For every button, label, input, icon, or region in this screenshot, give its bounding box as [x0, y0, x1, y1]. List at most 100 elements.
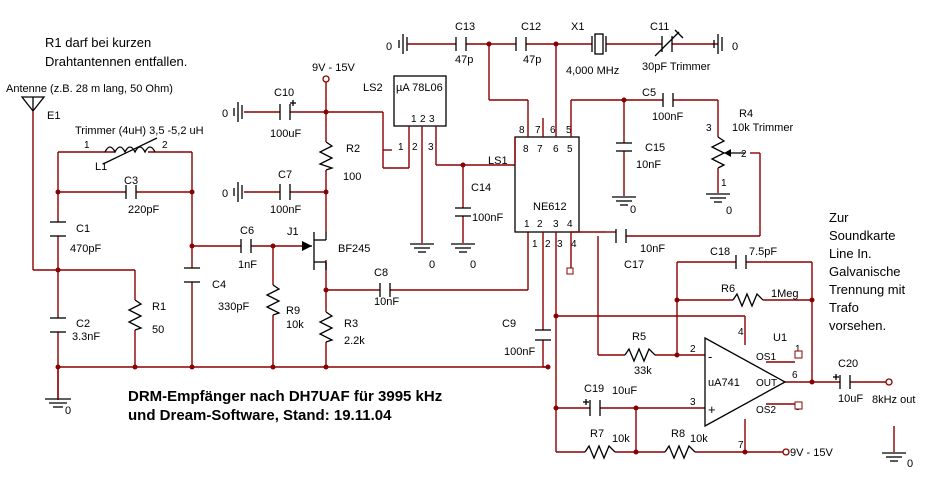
- ls2-ref: LS2: [363, 82, 383, 94]
- ls1-type: NE612: [533, 201, 567, 213]
- l1-ref: L1: [95, 161, 107, 173]
- capacitor-c19: [583, 399, 601, 416]
- input-wires: [32, 111, 548, 400]
- c13-value: 47p: [455, 54, 473, 66]
- j1-type: BF245: [338, 243, 370, 255]
- regulator-ls2: [393, 75, 447, 127]
- x1-ref: X1: [571, 21, 584, 33]
- ground-label: 0: [907, 458, 913, 470]
- c10-value: 100uF: [270, 128, 301, 140]
- resistor-r7: [584, 444, 616, 460]
- ls1-pin: 3: [553, 219, 559, 230]
- ground-icon: [882, 426, 906, 462]
- c17-value: 10nF: [640, 243, 665, 255]
- ls1-ref: LS1: [488, 155, 508, 167]
- ls1-pin: 3: [557, 239, 563, 250]
- ground-icon: [612, 196, 636, 206]
- c14-ref: C14: [471, 182, 491, 194]
- c5-ref: C5: [642, 87, 656, 99]
- ground-icon: [233, 182, 243, 202]
- ls1-pin4-marker: [566, 267, 574, 275]
- ls1-pin: 2: [545, 239, 551, 250]
- ls1-pin: 4: [567, 219, 573, 230]
- c19-ref: C19: [584, 383, 604, 395]
- schematic-title-line2: und Dream-Software, Stand: 19.11.04: [128, 407, 392, 424]
- c11-value: 30pF Trimmer: [642, 61, 711, 73]
- resistor-r9: [265, 284, 281, 316]
- c14-value: 100nF: [472, 212, 503, 224]
- c7-ref: C7: [278, 169, 292, 181]
- soundcard-note-line: vorsehen.: [829, 318, 886, 333]
- c5-value: 100nF: [652, 111, 683, 123]
- ls1-pin: 7: [537, 144, 543, 155]
- c2-value: 3.3nF: [72, 331, 100, 343]
- ls2-pin: 2: [412, 142, 418, 153]
- u1-plus: +: [708, 402, 716, 417]
- ground-icon: [410, 243, 434, 253]
- ground-label: 0: [222, 188, 228, 200]
- mixer-ls1: [514, 136, 580, 233]
- crystal-x1: [591, 33, 607, 55]
- ground-label: 0: [726, 205, 732, 217]
- l1-pin2: 2: [162, 140, 168, 151]
- capacitor-c15: [616, 142, 632, 152]
- os1-marker: [794, 350, 803, 359]
- ground-label: 0: [386, 41, 392, 53]
- schematic-title-line1: DRM-Empfänger nach DH7UAF für 3995 kHz: [128, 388, 442, 405]
- ls1-pin: 4: [571, 239, 577, 250]
- os2-marker: [794, 401, 803, 410]
- capacitor-c9: [535, 329, 551, 341]
- ls1-pin: 8: [519, 125, 525, 136]
- r9-ref: R9: [286, 305, 300, 317]
- ground-icon: [713, 34, 723, 54]
- resistor-r2: [318, 141, 335, 171]
- x1-value: 4,000 MHz: [566, 65, 619, 77]
- c1-ref: C1: [76, 223, 90, 235]
- capacitor-c3: [125, 185, 137, 199]
- r1-note-line1: R1 darf bei kurzen: [45, 35, 151, 50]
- resistor-r5: [624, 347, 656, 363]
- ls2-pin: 3: [428, 142, 434, 153]
- c8-ref: C8: [374, 267, 388, 279]
- ls1-pin: 5: [567, 144, 573, 155]
- u1-ref: U1: [773, 332, 787, 344]
- r8-ref: R8: [671, 428, 685, 440]
- ls2-pin: 1: [398, 142, 404, 153]
- r1-note-line2: Drahtantennen entfallen.: [45, 54, 187, 69]
- ls2-pin: 1: [411, 114, 417, 125]
- u1-pin: 7: [738, 440, 744, 451]
- j1-ref: J1: [287, 226, 299, 238]
- r5-ref: R5: [632, 331, 646, 343]
- supply-icon: [322, 75, 330, 83]
- soundcard-note-line: Soundkarte: [829, 228, 896, 243]
- r1-value: 50: [152, 324, 164, 336]
- ls2-pin: 2: [420, 114, 426, 125]
- capacitor-c4: [184, 267, 200, 283]
- ground-icon: [451, 243, 475, 253]
- c9-value: 100nF: [504, 346, 535, 358]
- ls1-pin: 1: [532, 239, 538, 250]
- l1-pin1: 1: [84, 140, 90, 151]
- u1-os2: OS2: [756, 405, 776, 416]
- r2-value: 100: [343, 171, 361, 183]
- capacitor-c10: [279, 100, 296, 120]
- trimmer-l1-label: Trimmer (4uH) 3,5 -5,2 uH: [75, 125, 204, 137]
- ls2-type: µA 78L06: [396, 82, 443, 94]
- c9-ref: C9: [502, 318, 516, 330]
- r4-pin: 1: [721, 178, 727, 189]
- ls1-wires: [488, 44, 761, 452]
- capacitor-c1: [50, 221, 66, 237]
- c18-ref: C18: [710, 246, 730, 258]
- c7-value: 100nF: [270, 204, 301, 216]
- supply-icon: [782, 448, 790, 456]
- ls1-pin: 5: [566, 125, 572, 136]
- inductor-l1: [104, 146, 156, 154]
- c3-ref: C3: [124, 175, 138, 187]
- c3-value: 220pF: [128, 204, 159, 216]
- r4-pin: 3: [706, 123, 712, 134]
- supply-label-top: 9V - 15V: [312, 62, 355, 74]
- resistor-r3: [318, 311, 334, 343]
- c15-value: 10nF: [636, 159, 661, 171]
- capacitor-c2: [50, 317, 66, 333]
